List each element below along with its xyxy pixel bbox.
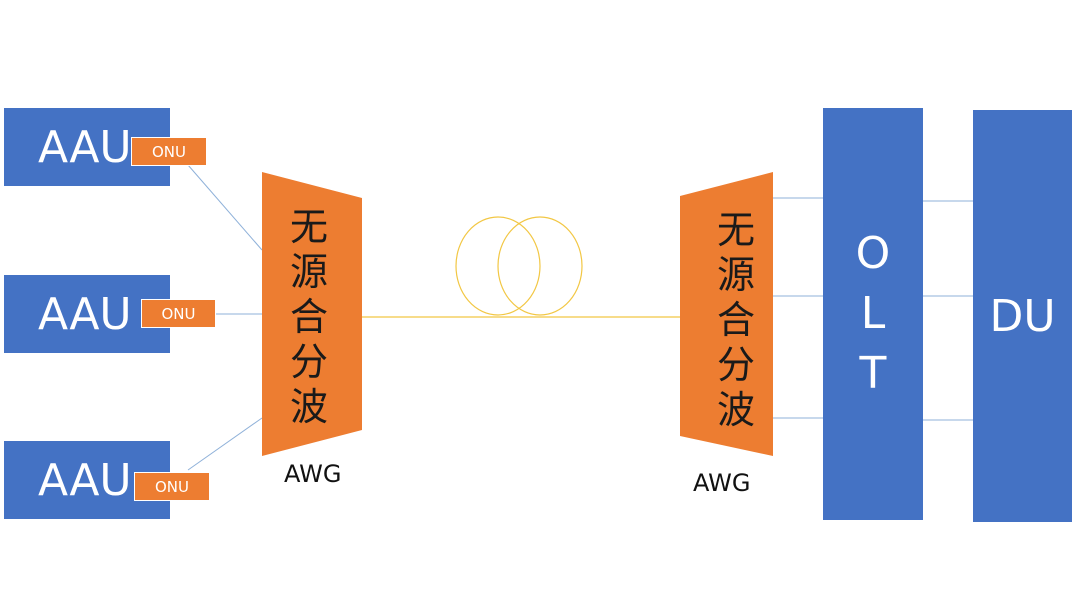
olt-letter: O — [855, 228, 891, 279]
link-aau1-awg — [187, 164, 263, 251]
awg-char: 源 — [717, 253, 756, 297]
olt-letter: L — [860, 288, 886, 339]
awg-char: 无 — [290, 205, 329, 249]
awg-char: 波 — [290, 385, 329, 429]
onu-label: ONU — [151, 142, 186, 161]
du-label: DU — [989, 290, 1056, 342]
onu-label: ONU — [154, 477, 189, 496]
aau-box-1: AAU — [4, 108, 170, 186]
awg-char: 源 — [290, 250, 329, 294]
awg-left-shape — [262, 172, 362, 456]
onu-tag-1: ONU — [131, 137, 207, 166]
awg-char: 分 — [290, 340, 329, 384]
olt-box: O L T — [823, 108, 923, 520]
awg-right-text: 无 源 合 分 波 — [717, 208, 755, 433]
awg-right-shape — [680, 172, 773, 456]
awg-char: 波 — [717, 388, 756, 432]
onu-tag-3: ONU — [134, 472, 210, 501]
fiber-coil-right — [497, 216, 583, 316]
awg-left-label: AWG — [284, 460, 342, 488]
fiber-coil-left — [455, 216, 541, 316]
aau-label: AAU — [38, 121, 132, 173]
awg-char: 合 — [290, 295, 329, 339]
onu-tag-2: ONU — [141, 299, 216, 328]
aau-label: AAU — [38, 288, 132, 340]
awg-right-label: AWG — [693, 469, 751, 497]
awg-char: 分 — [717, 343, 756, 387]
olt-letter: T — [859, 348, 887, 399]
awg-char: 合 — [717, 298, 756, 342]
link-aau3-awg — [187, 417, 263, 471]
du-box: DU — [973, 110, 1072, 522]
awg-char: 无 — [717, 208, 756, 252]
onu-label: ONU — [161, 304, 196, 323]
awg-left-text: 无 源 合 分 波 — [290, 205, 328, 430]
aau-label: AAU — [38, 454, 132, 506]
